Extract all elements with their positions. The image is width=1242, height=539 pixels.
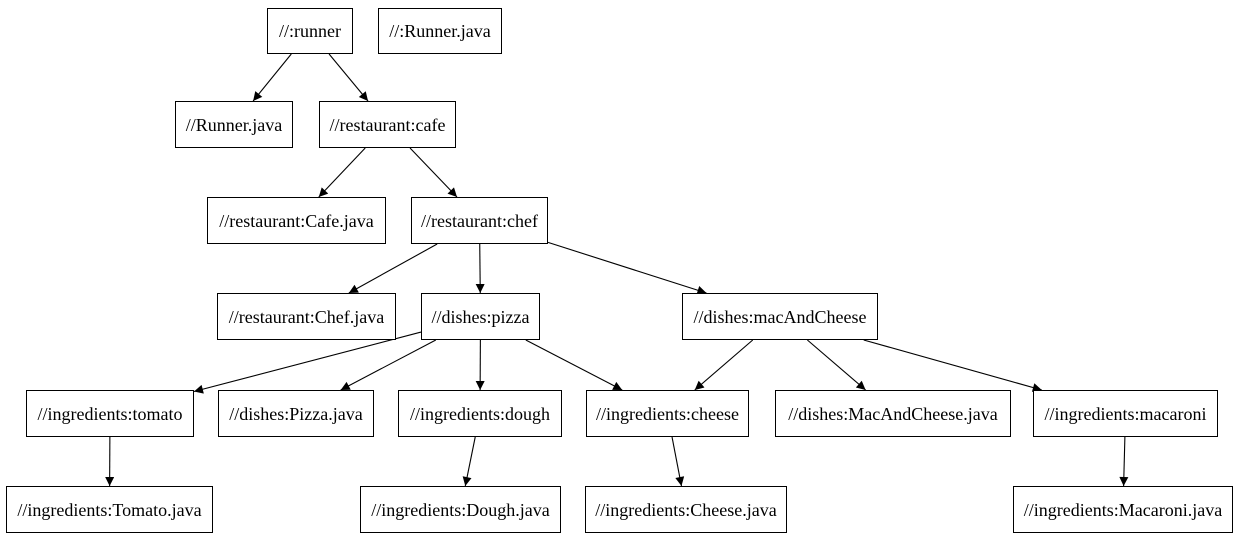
- node-cafe-java: //restaurant:Cafe.java: [207, 197, 386, 244]
- node-chef-java: //restaurant:Chef.java: [217, 293, 396, 340]
- node-pizza: //dishes:pizza: [421, 293, 540, 340]
- node-pizza-java: //dishes:Pizza.java: [218, 390, 374, 437]
- node-cheese-java: //ingredients:Cheese.java: [585, 486, 787, 533]
- edge-chef-to-pizza: [475, 243, 485, 294]
- edge-chef-to-chef-java: [348, 243, 438, 294]
- node-runner: //:runner: [267, 8, 353, 54]
- edge-cafe-to-cafe-java: [318, 147, 366, 198]
- node-tomato: //ingredients:tomato: [26, 390, 194, 437]
- edge-macaroni-to-macaroni-java: [1119, 436, 1129, 487]
- node-dough: //ingredients:dough: [398, 390, 562, 437]
- node-macaroni: //ingredients:macaroni: [1033, 390, 1218, 437]
- edge-cafe-to-chef: [409, 147, 458, 198]
- node-mac-and-cheese: //dishes:macAndCheese: [682, 293, 878, 340]
- edge-mac-and-cheese-to-macaroni: [863, 339, 1042, 392]
- edge-pizza-to-cheese: [525, 339, 623, 391]
- node-cheese: //ingredients:cheese: [586, 390, 749, 437]
- node-runner-java-file: //Runner.java: [175, 101, 293, 148]
- node-runner-java-label: //:Runner.java: [378, 8, 502, 54]
- edge-mac-and-cheese-to-cheese: [694, 339, 754, 391]
- node-cafe: //restaurant:cafe: [319, 101, 456, 148]
- edge-runner-to-cafe: [328, 53, 369, 102]
- edge-pizza-to-tomato: [193, 331, 422, 394]
- edge-mac-and-cheese-to-mac-and-cheese-java: [807, 339, 866, 391]
- edge-chef-to-mac-and-cheese: [547, 241, 707, 295]
- node-macaroni-java: //ingredients:Macaroni.java: [1013, 486, 1233, 533]
- edge-cheese-to-cheese-java: [671, 436, 685, 487]
- edge-dough-to-dough-java: [462, 436, 476, 487]
- edge-pizza-to-pizza-java: [340, 339, 437, 391]
- node-chef: //restaurant:chef: [411, 197, 548, 244]
- node-tomato-java: //ingredients:Tomato.java: [6, 486, 213, 533]
- node-dough-java: //ingredients:Dough.java: [360, 486, 561, 533]
- edge-runner-to-runner-java-file: [252, 53, 292, 102]
- node-mac-and-cheese-java: //dishes:MacAndCheese.java: [775, 390, 1011, 437]
